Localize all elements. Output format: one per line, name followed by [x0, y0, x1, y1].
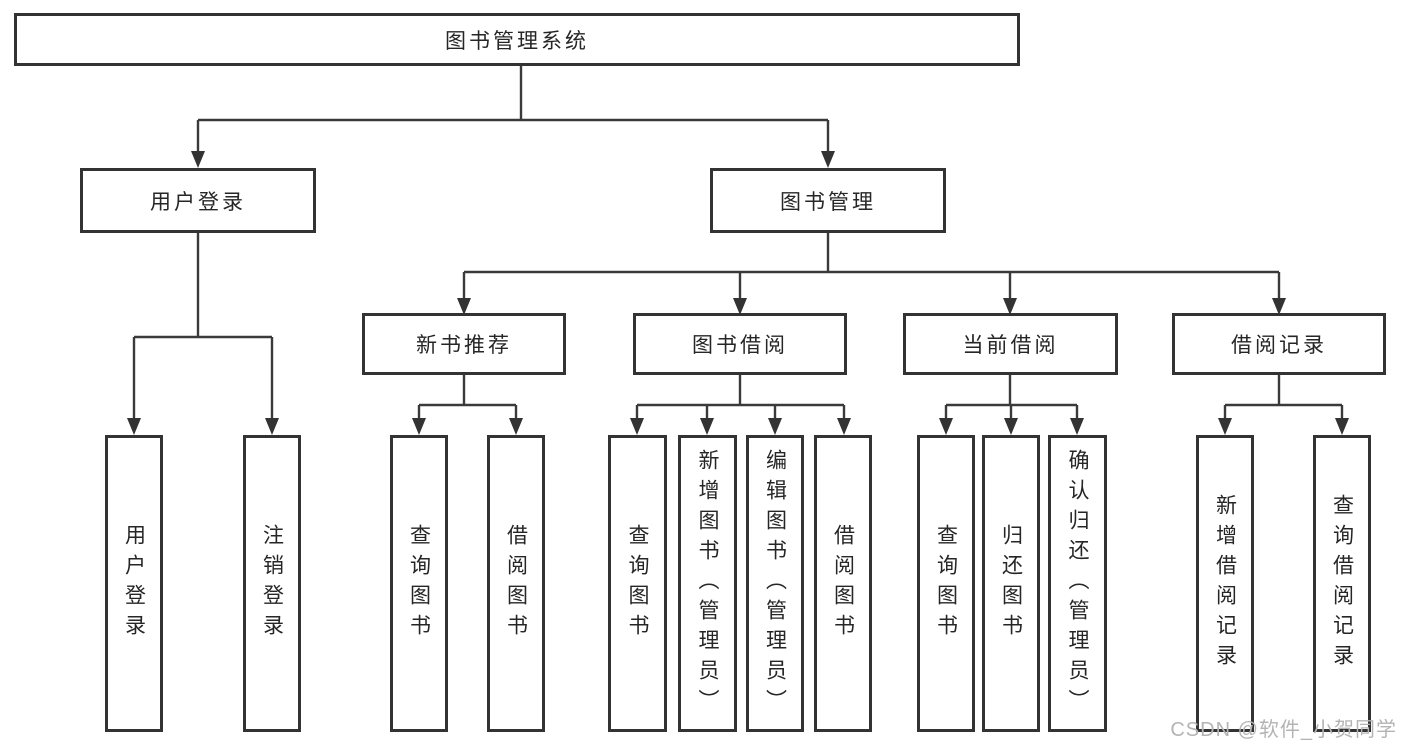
arrowhead	[191, 151, 205, 168]
arrowhead	[1004, 418, 1018, 435]
arrowhead	[768, 418, 782, 435]
node-borrowing-records: 借阅记录	[1172, 313, 1386, 375]
arrowhead	[509, 418, 523, 435]
arrowhead	[630, 418, 644, 435]
leaf-confirm-return-admin: 确认归还（管理员）	[1048, 435, 1107, 732]
leaf-return-books: 归还图书	[982, 435, 1040, 732]
leaf-query-books-recommend-label: 查询图书	[407, 523, 431, 644]
node-book-management-label: 图书管理	[780, 190, 876, 214]
arrowhead	[1003, 298, 1017, 315]
leaf-add-borrow-record: 新增借阅记录	[1196, 435, 1254, 732]
leaf-query-books-borrowing: 查询图书	[608, 435, 667, 732]
leaf-add-borrow-record-label: 新增借阅记录	[1213, 493, 1237, 674]
node-book-management: 图书管理	[710, 168, 946, 233]
connector-current-borrowing-to-leaves	[939, 375, 1084, 435]
node-user-login-label: 用户登录	[150, 190, 246, 214]
leaf-add-book-admin: 新增图书（管理员）	[678, 435, 737, 732]
node-current-borrowing: 当前借阅	[903, 313, 1118, 375]
leaf-logout-label: 注销登录	[260, 523, 284, 644]
connector-borrowing-records-to-leaves	[1218, 375, 1349, 435]
watermark: CSDN @软件_小贺同学	[1170, 719, 1397, 741]
arrowhead	[1070, 418, 1084, 435]
leaf-borrow-books-recommend: 借阅图书	[487, 435, 545, 732]
leaf-logout: 注销登录	[243, 435, 301, 732]
node-new-book-recommend: 新书推荐	[362, 313, 566, 375]
arrowhead	[837, 418, 851, 435]
connector-root-to-level2	[191, 66, 835, 168]
node-current-borrowing-label: 当前借阅	[962, 334, 1059, 357]
leaf-user-login-label: 用户登录	[122, 523, 146, 644]
arrowhead	[457, 298, 471, 315]
node-book-borrowing: 图书借阅	[633, 313, 847, 375]
leaf-borrow-books-recommend-label: 借阅图书	[504, 523, 528, 644]
arrowhead	[939, 418, 953, 435]
leaf-query-books-current-label: 查询图书	[934, 523, 958, 644]
arrowhead	[821, 151, 835, 168]
leaf-return-books-label: 归还图书	[999, 523, 1023, 644]
node-new-book-recommend-label: 新书推荐	[416, 334, 512, 357]
connector-book-management-to-level3	[457, 233, 1286, 315]
leaf-edit-book-admin: 编辑图书（管理员）	[746, 435, 804, 732]
node-root-label: 图书管理系统	[445, 29, 589, 53]
leaf-query-borrow-record-label: 查询借阅记录	[1330, 493, 1354, 674]
leaf-borrow-books-borrowing: 借阅图书	[814, 435, 872, 732]
arrowhead	[1335, 418, 1349, 435]
connector-new-book-recommend-to-leaves	[412, 375, 523, 435]
leaf-borrow-books-borrowing-label: 借阅图书	[831, 523, 855, 644]
leaf-query-books-recommend: 查询图书	[390, 435, 448, 732]
arrowhead	[700, 418, 714, 435]
arrowhead	[733, 298, 747, 315]
arrowhead	[1218, 418, 1232, 435]
leaf-confirm-return-admin-label: 确认归还（管理员）	[1066, 448, 1089, 719]
arrowhead	[127, 418, 141, 435]
arrowhead	[412, 418, 426, 435]
leaf-query-borrow-record: 查询借阅记录	[1313, 435, 1371, 732]
node-book-borrowing-label: 图书借阅	[692, 334, 788, 357]
arrowhead	[265, 418, 279, 435]
leaf-edit-book-admin-label: 编辑图书（管理员）	[763, 448, 787, 719]
node-user-login: 用户登录	[80, 168, 316, 233]
arrowhead	[1272, 298, 1286, 315]
connector-book-borrowing-to-leaves	[630, 375, 851, 435]
leaf-user-login: 用户登录	[105, 435, 163, 732]
connector-user-login-to-leaves	[127, 233, 279, 435]
node-borrowing-records-label: 借阅记录	[1231, 334, 1327, 357]
node-root: 图书管理系统	[14, 13, 1020, 66]
leaf-query-books-borrowing-label: 查询图书	[626, 523, 649, 644]
leaf-add-book-admin-label: 新增图书（管理员）	[696, 448, 719, 719]
leaf-query-books-current: 查询图书	[917, 435, 975, 732]
